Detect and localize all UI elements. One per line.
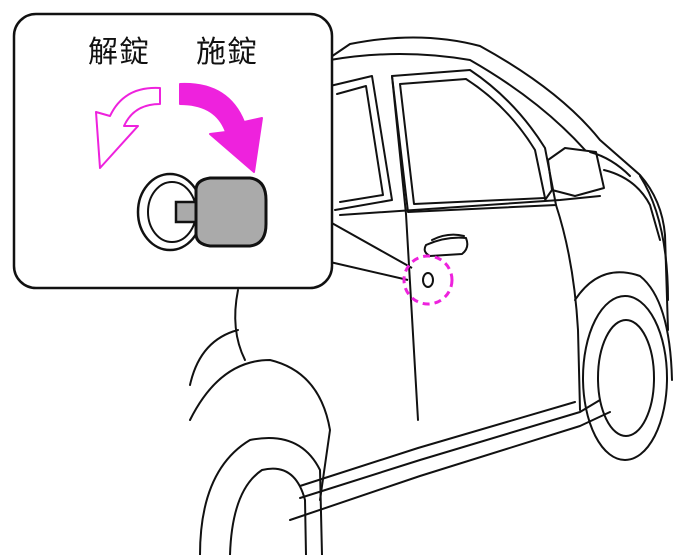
b-pillar — [391, 75, 419, 421]
lower-body-line — [299, 401, 576, 487]
belt-line — [339, 195, 601, 216]
door-keyhole — [422, 272, 434, 288]
front-door-window — [391, 69, 557, 213]
key-head — [194, 176, 268, 248]
hood-line — [603, 169, 661, 241]
front-wheel — [582, 295, 668, 461]
rear-fender-line — [234, 289, 246, 361]
clockwise-arrow-icon — [179, 82, 263, 173]
door-handle — [423, 236, 469, 257]
key-icon — [174, 176, 268, 248]
side-sill-lower — [289, 411, 611, 521]
front-door-window-inner — [399, 78, 546, 205]
lock-label: 施錠 — [196, 35, 258, 70]
front-bumper-line — [639, 175, 669, 301]
front-pillar — [589, 151, 631, 177]
counterclockwise-arrow-icon — [95, 86, 161, 169]
side-mirror — [547, 147, 605, 197]
front-wheel-rim — [597, 319, 655, 437]
car-illustration — [189, 36, 673, 555]
callout-line-upper — [329, 221, 413, 269]
callout-line-lower — [329, 261, 409, 281]
keyhole-highlight-circle — [402, 254, 454, 306]
rear-fender-line-2 — [189, 329, 239, 386]
side-sill — [299, 399, 601, 499]
door-handle-recess — [431, 233, 465, 241]
front-door-front-edge — [555, 204, 581, 411]
rear-window — [329, 75, 393, 211]
rear-wheel — [199, 437, 323, 555]
front-wheel-arch — [574, 271, 673, 381]
rear-window-inner — [336, 85, 384, 203]
callout-pointer — [329, 221, 413, 281]
side-mirror-arm — [544, 189, 553, 201]
car-roof-inner-line — [329, 53, 586, 151]
car-roof-line — [299, 36, 669, 331]
unlock-label: 解錠 — [88, 35, 150, 70]
rear-wheel-arch — [189, 359, 331, 501]
rear-wheel-inner — [229, 467, 307, 555]
